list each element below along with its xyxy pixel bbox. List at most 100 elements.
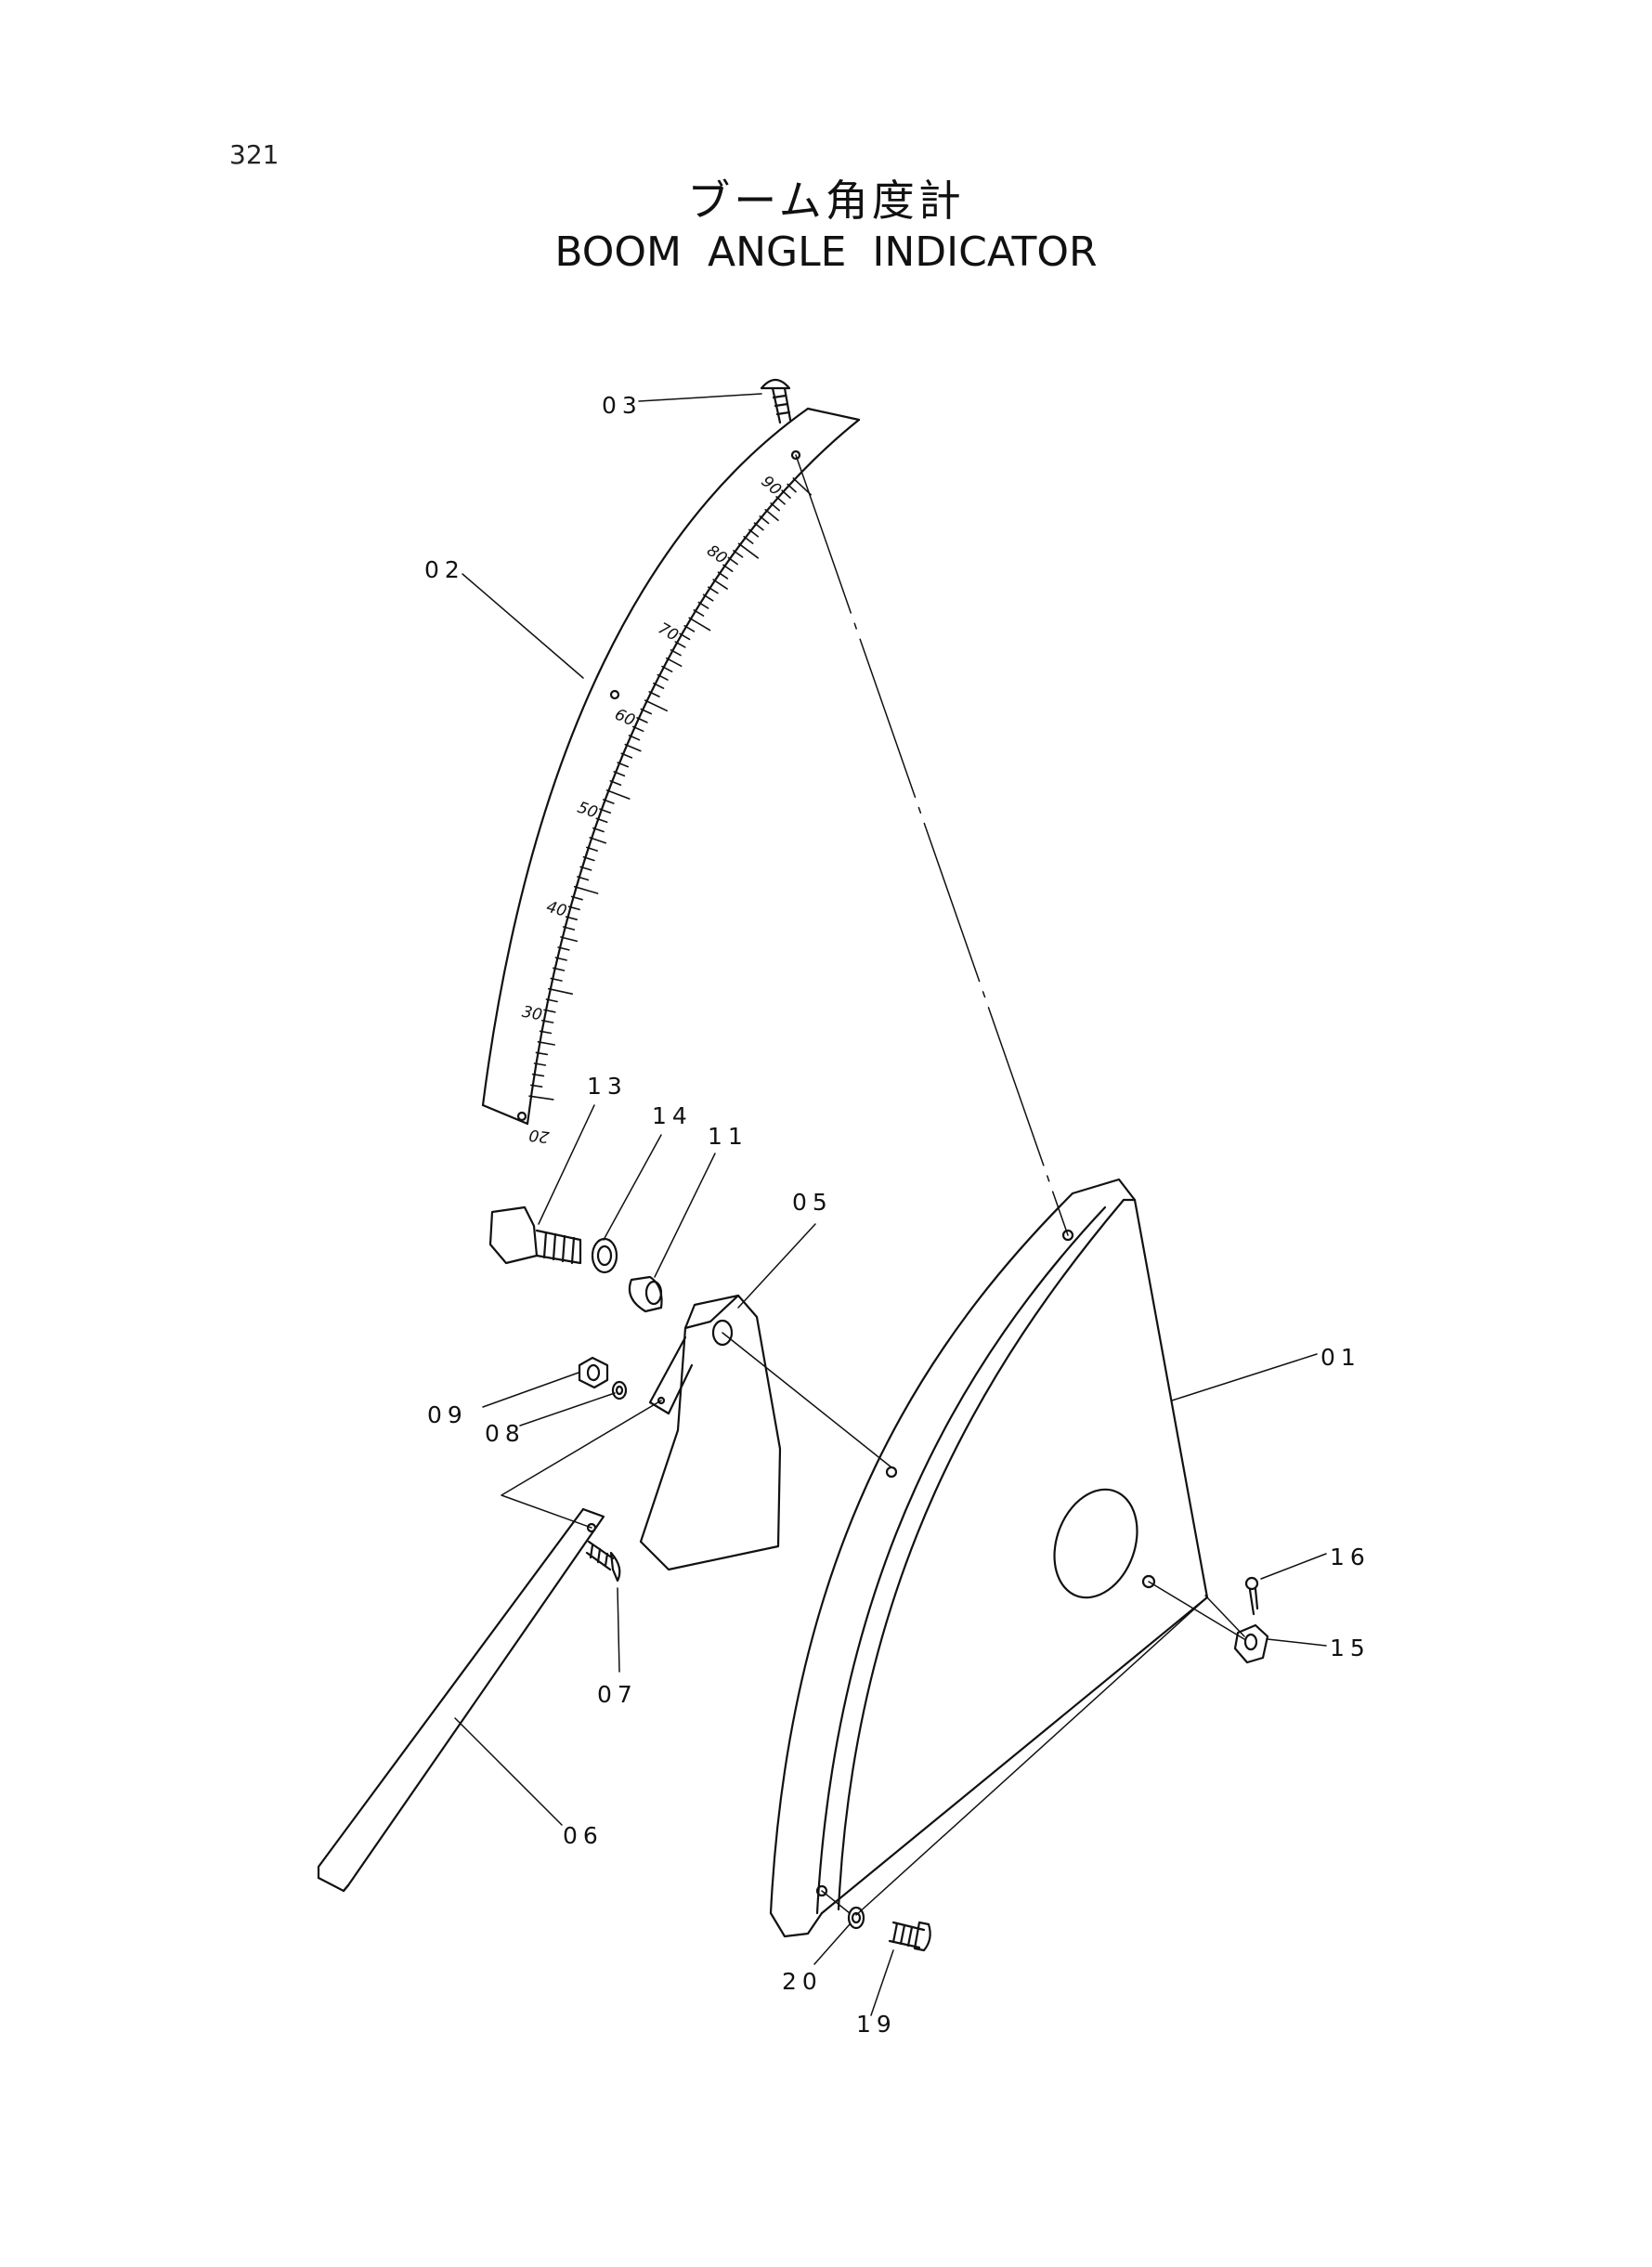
scale-tick	[543, 1009, 556, 1013]
bolt-13	[488, 1205, 582, 1265]
scale-tick	[605, 789, 631, 800]
scale-tick	[737, 542, 760, 559]
scale-tick	[733, 550, 744, 558]
callout-06: 06	[563, 1822, 604, 1849]
scale-tick	[560, 936, 579, 943]
scale-tick	[592, 827, 605, 833]
scale-tick	[775, 496, 786, 505]
scale-ticks	[528, 477, 813, 1101]
sector-edge-arc	[837, 1198, 1125, 1911]
scale-tick	[781, 489, 791, 499]
washer-14-hole	[596, 1244, 613, 1267]
scale-tick	[573, 885, 599, 894]
scale-tick	[661, 665, 673, 673]
sector-lower-edge	[820, 1596, 1209, 1915]
callout-16: 16	[1330, 1544, 1371, 1570]
scale-tick	[743, 535, 754, 544]
scale-outer-edge	[481, 407, 810, 1107]
callout-08: 08	[485, 1420, 526, 1447]
scale-tick	[557, 946, 570, 951]
scale-tick	[550, 977, 563, 982]
callout-05: 05	[792, 1189, 833, 1216]
screw-03	[760, 378, 792, 424]
scale-tick	[537, 1041, 556, 1046]
scale-label: 30	[520, 1003, 543, 1025]
scale-tick	[613, 771, 626, 777]
scale-tick	[595, 817, 608, 824]
scale-top-end	[806, 407, 861, 422]
scale-tick	[697, 601, 709, 609]
scale-tick	[748, 528, 760, 538]
scale-label: 40	[544, 898, 568, 921]
scale-tick	[579, 866, 592, 871]
scale-tick	[759, 515, 770, 525]
scale-tick	[670, 648, 682, 657]
scale-tick	[545, 998, 558, 1003]
scale-tick	[770, 502, 781, 512]
scale-tick	[547, 987, 574, 995]
sector-large-hole	[1053, 1488, 1138, 1599]
callout-labels: 03 02 13 14 11 05 01 09 08 16 15 07 06 2…	[424, 392, 1371, 2038]
scale-tick	[679, 632, 691, 641]
scale-tick	[707, 586, 719, 594]
scale-hole-top	[790, 449, 801, 461]
sector-hole-arc	[885, 1466, 898, 1479]
collar-11	[628, 1275, 663, 1313]
callout-09: 09	[427, 1401, 468, 1428]
scale-tick	[717, 571, 729, 580]
washer-20	[847, 1906, 865, 1930]
scale-tick	[665, 657, 683, 668]
scale-tick	[702, 593, 714, 602]
scale-tick	[582, 855, 595, 862]
scale-tick	[539, 1030, 553, 1035]
scale-hole-bottom	[516, 1111, 527, 1122]
scale-tick	[617, 762, 630, 768]
bolt-19	[888, 1921, 931, 1952]
sector-hole-top	[1061, 1229, 1074, 1242]
scale-tick	[657, 673, 669, 681]
scale-tick	[628, 735, 641, 741]
scale-tick	[712, 579, 728, 590]
callout-11: 11	[708, 1123, 748, 1150]
scale-tick	[636, 717, 648, 723]
callout-07: 07	[597, 1681, 638, 1708]
callout-03: 03	[602, 392, 643, 419]
scale-tick	[570, 895, 583, 901]
sector-outer-arc	[769, 1192, 1074, 1915]
bracket-part	[639, 1294, 782, 1571]
scale-tick	[674, 641, 686, 648]
scale-tick	[529, 1084, 543, 1088]
title-english: BOOM ANGLE INDICATOR	[554, 228, 1098, 276]
scale-tick	[533, 1062, 547, 1066]
scale-tick	[792, 477, 813, 496]
scale-tick	[531, 1073, 545, 1077]
callout-13: 13	[587, 1073, 628, 1100]
leader-lines	[454, 393, 1327, 2016]
sector-bottom-cap	[769, 1911, 824, 1938]
scale-tick	[562, 926, 576, 931]
scale-tick	[753, 522, 764, 531]
scale-tick	[727, 556, 738, 566]
scale-tick	[624, 743, 642, 752]
scale-tick	[688, 617, 711, 632]
scale-tick	[640, 708, 653, 715]
scale-tick	[722, 564, 734, 573]
callout-20: 20	[782, 1968, 823, 1995]
scale-tick	[631, 725, 644, 733]
scale-tick	[602, 799, 615, 804]
scale-tick	[620, 752, 633, 759]
washer-08	[611, 1380, 628, 1401]
cotter-pin-16	[1244, 1576, 1259, 1616]
scale-tick	[565, 916, 579, 921]
scale-bottom-end	[481, 1103, 529, 1126]
scale-inner-edge	[526, 418, 861, 1126]
scale-tick	[535, 1051, 549, 1056]
callout-02: 02	[424, 556, 465, 583]
sector-hole-right	[1141, 1574, 1156, 1589]
sector-inner-arc	[815, 1205, 1107, 1915]
callout-19: 19	[856, 2011, 897, 2038]
scale-label: 20	[527, 1125, 550, 1146]
